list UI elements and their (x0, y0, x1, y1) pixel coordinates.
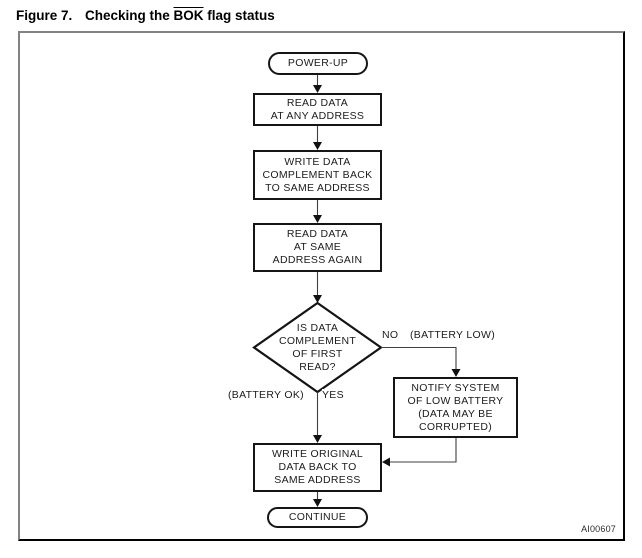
edge-label-battery-ok: (BATTERY OK) (228, 389, 304, 401)
node-line: SAME ADDRESS (274, 474, 361, 486)
arrow-down-icon (313, 499, 322, 507)
arrow-down-icon (313, 295, 322, 303)
node-line: ADDRESS AGAIN (272, 254, 363, 266)
node-notify-system-low-battery: NOTIFY SYSTEM OF LOW BATTERY (DATA MAY B… (393, 377, 518, 438)
image-reference-code: AI00607 (581, 524, 616, 534)
node-line: READ DATA (286, 96, 349, 109)
node-line: DATA BACK TO (278, 461, 357, 473)
arrow-down-icon (313, 435, 322, 443)
node-line: COMPLEMENT BACK (262, 168, 373, 181)
node-line: TO SAME ADDRESS (265, 181, 370, 194)
node-power-up: POWER-UP (268, 52, 368, 75)
node-write-original-data: WRITE ORIGINAL DATA BACK TO SAME ADDRESS (253, 443, 382, 492)
figure-caption: Checking the BOK flag status (85, 8, 275, 23)
node-line: WRITE ORIGINAL (271, 448, 364, 460)
node-label: POWER-UP (287, 57, 349, 69)
arrow-left-icon (382, 457, 390, 467)
node-line: AT SAME (293, 241, 342, 253)
arrow-down-icon (313, 85, 322, 93)
arrow-down-icon (313, 142, 322, 150)
node-line: AT ANY ADDRESS (270, 109, 365, 122)
node-line: OF FIRST (292, 348, 343, 360)
figure-number-label: Figure 7. (16, 8, 73, 23)
node-continue: CONTINUE (267, 507, 368, 528)
figure-frame: POWER-UP READ DATA AT ANY ADDRESS WRITE … (18, 31, 625, 541)
node-line: (DATA MAY BE (418, 407, 493, 420)
node-line: OF LOW BATTERY (407, 394, 504, 407)
caption-post: flag status (203, 8, 275, 23)
node-read-data-any-address: READ DATA AT ANY ADDRESS (253, 93, 382, 126)
node-line: NOTIFY SYSTEM (411, 381, 500, 394)
edge-label-yes: YES (322, 389, 344, 401)
node-read-data-same-address: READ DATA AT SAME ADDRESS AGAIN (253, 223, 382, 272)
connector-line (390, 438, 457, 463)
node-decision-is-data-complement: IS DATA COMPLEMENT OF FIRST READ? (258, 321, 377, 375)
caption-pre: Checking the (85, 8, 174, 23)
figure-title: Figure 7. Checking the BOK flag status (16, 8, 616, 23)
node-line: READ DATA (286, 228, 349, 240)
connector-line (381, 346, 457, 370)
caption-bok-overline: BOK (173, 8, 204, 23)
edge-label-no: NO (382, 329, 399, 341)
node-write-data-complement: WRITE DATA COMPLEMENT BACK TO SAME ADDRE… (253, 150, 382, 200)
node-label: CONTINUE (288, 511, 347, 523)
arrow-down-icon (451, 369, 461, 377)
node-line: CORRUPTED) (419, 420, 492, 433)
node-line: WRITE DATA (284, 155, 351, 168)
node-line: COMPLEMENT (278, 335, 357, 347)
edge-label-battery-low: (BATTERY LOW) (410, 329, 495, 341)
node-line: READ? (299, 361, 336, 373)
arrow-down-icon (313, 215, 322, 223)
node-line: IS DATA (296, 322, 339, 334)
